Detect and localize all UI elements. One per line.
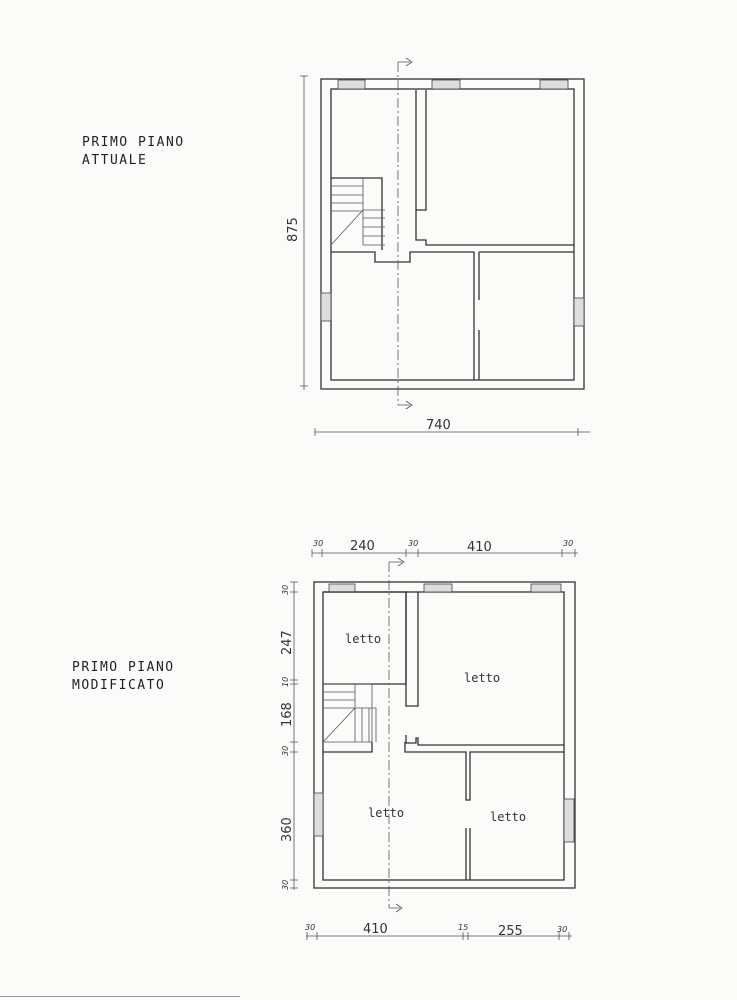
window [328, 583, 356, 593]
title-line-1: PRIMO PIANO [82, 135, 185, 150]
interior-wall [405, 592, 419, 707]
dim-left-5: 360 [280, 817, 295, 842]
window [431, 79, 461, 90]
title-line-2: ATTUALE [82, 153, 148, 168]
dim-bottom-0: 30 [305, 923, 315, 932]
outer-wall-inner [330, 88, 575, 381]
stair-enclosure [323, 683, 373, 743]
dim-left-3: 168 [280, 702, 295, 727]
dim-left-0: 30 [281, 585, 290, 595]
interior-wall [415, 90, 427, 211]
interior-wall [323, 742, 564, 801]
dimension-chain-bottom [306, 932, 572, 940]
section-arrow-top [389, 557, 405, 567]
room-label-letto-3: letto [368, 806, 404, 820]
dim-left-1: 247 [280, 630, 295, 655]
interior-wall [465, 828, 471, 880]
dim-top-0: 30 [313, 539, 323, 548]
interior-wall [415, 210, 574, 246]
plan-current: 875 740 [286, 57, 590, 436]
interior-wall [405, 735, 564, 746]
outer-wall-outer [320, 78, 585, 390]
stairs [330, 178, 385, 246]
dimension-height: 875 [286, 217, 301, 242]
dimension-line-width [314, 428, 590, 436]
dim-left-4: 30 [281, 746, 290, 756]
scan-edge-line [0, 996, 240, 997]
section-arrow-bottom [398, 400, 413, 410]
dim-top-2: 30 [408, 539, 418, 548]
dim-left-2: 10 [281, 677, 290, 687]
dimension-chain-left [290, 581, 298, 890]
interior-wall [331, 251, 475, 380]
room-label-letto-4: letto [490, 810, 526, 824]
window [539, 79, 569, 90]
dimension-width: 740 [426, 418, 451, 433]
dimension-line-height [300, 75, 308, 390]
outer-wall-outer [313, 581, 576, 889]
dim-bottom-3: 255 [498, 924, 523, 939]
room-label-letto-2: letto [464, 671, 500, 685]
dim-bottom-1: 410 [363, 922, 388, 937]
window [563, 798, 575, 843]
plan-modified: 30 240 30 410 30 letto letto letto letto [280, 539, 578, 940]
plan-title-modified: PRIMO PIANO MODIFICATO [72, 659, 175, 695]
stair-enclosure [331, 177, 383, 250]
dim-left-6: 30 [281, 880, 290, 890]
dim-bottom-2: 15 [458, 923, 468, 932]
dim-bottom-4: 30 [557, 925, 567, 934]
title-line-1: PRIMO PIANO [72, 660, 175, 675]
window [573, 297, 585, 327]
section-arrow-bottom [389, 903, 403, 913]
plan-title-current: PRIMO PIANO ATTUALE [82, 134, 185, 170]
window [423, 583, 453, 593]
dim-top-3: 410 [467, 540, 492, 555]
dim-top-1: 240 [350, 539, 375, 554]
window [337, 79, 366, 90]
window [313, 792, 324, 837]
stairs [322, 684, 377, 743]
dimension-chain-top [311, 549, 578, 557]
section-arrow-top [398, 57, 413, 67]
window [530, 583, 562, 593]
room-label-letto-1: letto [345, 632, 381, 646]
dim-top-4: 30 [563, 539, 573, 548]
window [320, 292, 332, 322]
title-line-2: MODIFICATO [72, 678, 166, 693]
